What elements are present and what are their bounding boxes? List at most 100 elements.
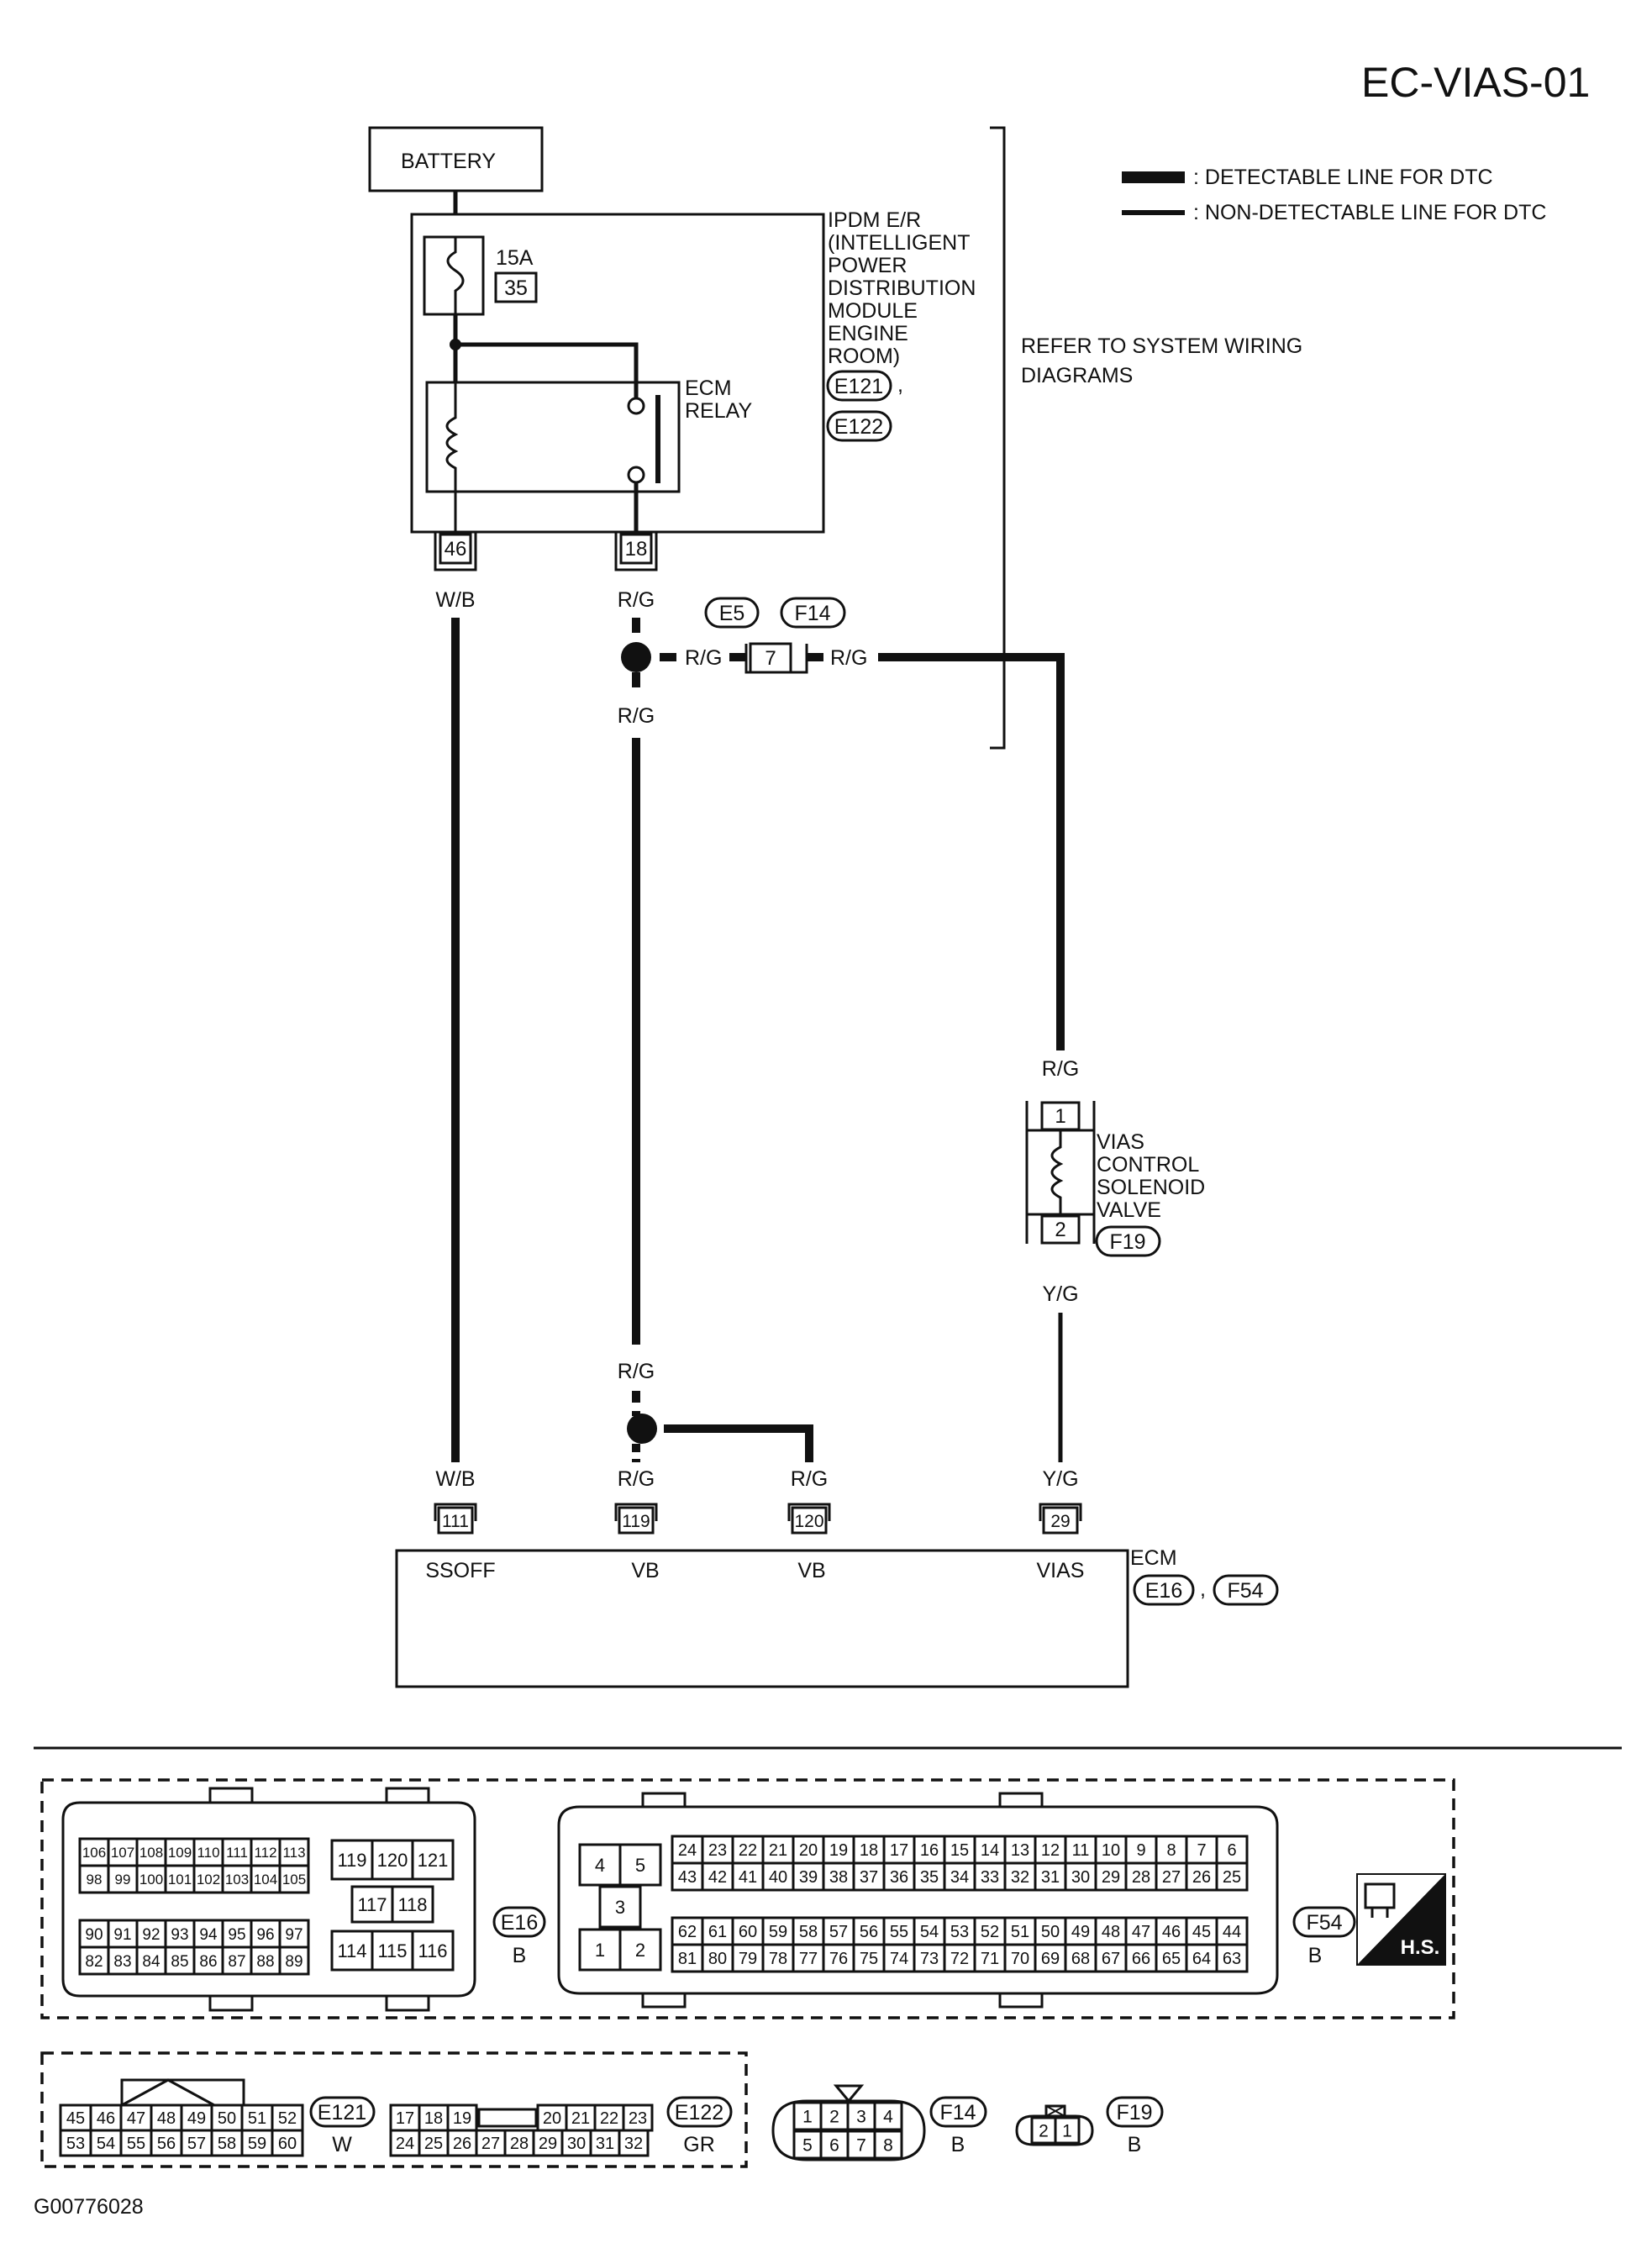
connector-pin-label: 19 [453, 2109, 471, 2128]
connector-pin-label: 59 [248, 2135, 266, 2153]
connector-pin-label: 110 [197, 1845, 219, 1861]
connector-pin-label: 119 [337, 1850, 366, 1871]
connector-pin-label: 109 [168, 1845, 192, 1861]
connector-pin-label: 3 [856, 2108, 866, 2127]
connector-pin-label: 67 [1102, 1950, 1120, 1968]
connector-pin-label: 51 [248, 2109, 266, 2128]
ecm-terminal-29-name: VIAS [1037, 1559, 1085, 1582]
connector-pin-label: 68 [1071, 1950, 1090, 1968]
ecm-terminal-111-pin: 111 [442, 1512, 469, 1531]
connector-pin-label: 49 [187, 2109, 206, 2128]
ipdm-terminal-18: 18 [614, 532, 658, 571]
connector-pin-label: 64 [1192, 1950, 1211, 1968]
solenoid-coil-icon [1050, 1130, 1064, 1214]
connector-pin-label: 9 [1136, 1841, 1145, 1860]
connector-pin-label: 30 [567, 2135, 586, 2153]
connector-pin-label: 45 [1192, 1923, 1211, 1941]
connector-pin-label: 114 [337, 1940, 366, 1961]
connector-pin-label: 6 [829, 2136, 839, 2156]
connector-pin-label: 10 [1102, 1841, 1120, 1860]
connector-pin-cell [271, 2129, 304, 2157]
connector-pin-label: 24 [678, 1841, 697, 1860]
wire-rg-to-solenoid [878, 653, 1065, 1050]
ecm-terminal-111-name: SSOFF [425, 1559, 495, 1582]
connector-pin-label: 20 [799, 1841, 818, 1860]
ecm-comma: , [1200, 1577, 1206, 1601]
wire-color-rg-joint-left: R/G [685, 646, 722, 670]
connector-pin-label: 32 [624, 2135, 643, 2153]
ipdm-terminal-46-label: 46 [445, 538, 467, 561]
connector-pin-label: 56 [157, 2135, 176, 2153]
ipdm-line-4: MODULE [828, 299, 918, 323]
ecm-terminal-29-pin: 29 [1050, 1512, 1070, 1531]
connector-view-e16-color: B [513, 1944, 527, 1967]
connector-pin-label: 65 [1162, 1950, 1181, 1968]
connector-pin-cell [278, 1864, 310, 1894]
connector-pin-label: 47 [127, 2109, 145, 2128]
connector-pin-label: 8 [883, 2136, 893, 2156]
ipdm-box [410, 213, 825, 534]
connector-pin-label: 48 [157, 2109, 176, 2128]
legend-detectable-text: : DETECTABLE LINE FOR DTC [1193, 166, 1493, 189]
connector-pin-cell [391, 1885, 434, 1924]
connector-pin-label: 40 [769, 1868, 787, 1887]
connector-pin-label: 52 [278, 2109, 297, 2128]
wire-color-rg-119: R/G [618, 1467, 655, 1491]
connector-pin-cell [598, 1885, 642, 1929]
connector-pin-label: 26 [453, 2135, 471, 2153]
solenoid-line-0: VIAS [1097, 1130, 1144, 1154]
connector-pin-label: 24 [396, 2135, 414, 2153]
connector-pin-label: 27 [481, 2135, 500, 2153]
ipdm-comma: , [897, 373, 903, 397]
connector-pin-label: 38 [829, 1868, 848, 1887]
ipdm-connector-badge-e121 [826, 370, 892, 402]
wire-color-wb-bottom: W/B [435, 1467, 475, 1491]
connector-pin-label: 60 [739, 1923, 757, 1941]
connector-pin-label: 23 [708, 1841, 727, 1860]
connector-pin-label: 12 [1041, 1841, 1060, 1860]
wire-rg-to-120 [664, 1424, 813, 1462]
connector-view-e122-color: GR [683, 2133, 715, 2156]
ecm-terminal-120-pin: 120 [794, 1512, 823, 1531]
relay-coil-icon [445, 382, 459, 532]
connector-pin-label: 66 [1132, 1950, 1150, 1968]
connector-pin-label: 18 [424, 2109, 443, 2128]
battery-label: BATTERY [401, 150, 496, 173]
connector-view-f54-badge [1292, 1906, 1356, 1938]
connector-pin-label: 7 [856, 2136, 866, 2156]
connector-pin-label: 22 [600, 2109, 618, 2128]
connector-pin-label: 17 [396, 2109, 414, 2128]
connector-pin-label: 112 [254, 1845, 276, 1861]
connector-pin-label: 43 [678, 1868, 697, 1887]
connector-pin-label: 98 [87, 1872, 103, 1888]
connector-frame-ecm [40, 1778, 1455, 2019]
connector-pin-label: 29 [539, 2135, 557, 2153]
connector-pin-label: 118 [397, 1894, 427, 1915]
solenoid-connector-badge [1095, 1225, 1161, 1257]
legend-non-detectable-text: : NON-DETECTABLE LINE FOR DTC [1193, 201, 1546, 224]
connector-pin-label: 35 [920, 1868, 939, 1887]
ecm-box [395, 1549, 1129, 1688]
joint-connector-e5: E5 [719, 602, 745, 625]
connector-pin-label: 1 [595, 1940, 605, 1961]
connector-pin-label: 50 [1041, 1923, 1060, 1941]
connector-pin-cell [873, 2130, 903, 2160]
ipdm-line-5: ENGINE [828, 322, 908, 345]
connector-pin-label: 82 [85, 1953, 103, 1971]
connector-pin-label: 73 [920, 1950, 939, 1968]
connector-view-e16-label: E16 [501, 1911, 538, 1935]
connector-pin-label: 87 [228, 1953, 245, 1971]
legend: : DETECTABLE LINE FOR DTC : NON-DETECTAB… [1122, 166, 1546, 224]
solenoid-line-1: CONTROL [1097, 1153, 1199, 1177]
connector-pin-label: 57 [829, 1923, 848, 1941]
connector-pin-label: 92 [142, 1926, 160, 1944]
connector-pin-label: 23 [629, 2109, 647, 2128]
connector-pin-label: 31 [596, 2135, 614, 2153]
connector-pin-label: 90 [85, 1926, 103, 1944]
connector-pin-label: 32 [1011, 1868, 1029, 1887]
connector-pin-label: 7 [1197, 1841, 1206, 1860]
ecm-connector-f54: F54 [1227, 1579, 1263, 1603]
